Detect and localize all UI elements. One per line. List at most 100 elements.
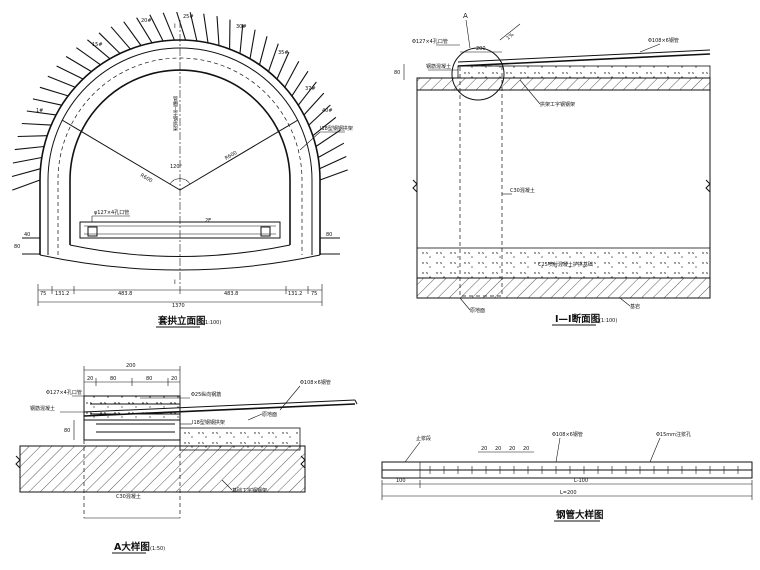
detailA-sub-dim-2: 80 <box>146 376 152 382</box>
detailA-lbl-pipe: Φ127×4孔口管 <box>46 389 82 396</box>
section-lbl-pipe-top: Φ127×4孔口管 <box>412 38 448 45</box>
advance-pipe <box>239 24 244 54</box>
elevation-view: 40 80 80 R600 R600 120° 管棚工字钢拱架 1# 15# 2… <box>11 11 353 328</box>
hole-dim-0: 20 <box>481 446 487 452</box>
section-lbl-left: 钢筋混凝土 <box>426 63 451 70</box>
advance-pipe <box>136 17 153 44</box>
pipe-total-dim: L=200 <box>560 490 577 496</box>
section-scale: (1:100) <box>599 318 617 324</box>
advance-pipe <box>216 16 220 46</box>
detail-a-view: 200 20 80 80 20 Φ127×4孔口管 <box>15 363 358 554</box>
section-top-dim: 200 <box>476 46 486 52</box>
detailA-scale: (1:50) <box>150 546 165 552</box>
advance-pipe <box>303 92 325 116</box>
detailA-title: A大样图 <box>114 541 150 553</box>
detailA-lbl-i18: I18型钢钢拱架 <box>192 419 225 426</box>
radius-line-right <box>179 119 299 191</box>
pipe-lbl-holes: Φ108×6钢管 <box>552 431 583 438</box>
advance-pipe <box>149 14 164 42</box>
detail-a-callout-circle <box>451 47 505 101</box>
advance-pipe <box>17 135 48 138</box>
section-view: A 200 Φ127×4孔口管 1% Φ108×6钢管 钢筋混凝土 拱架工字钢钢… <box>394 12 711 326</box>
radius-right-label: R600 <box>224 150 238 162</box>
advance-pipe <box>47 75 76 88</box>
advance-pipe <box>87 39 111 60</box>
hole-dim-2: 20 <box>509 446 515 452</box>
section-left-dim: 80 <box>394 70 400 76</box>
detailA-long-pipe <box>83 403 356 417</box>
section-lbl-rock-bottom: 原地面 <box>470 307 485 314</box>
advance-pipe <box>162 12 175 41</box>
dim-2: 483.8 <box>118 291 132 297</box>
advance-pipe <box>291 70 309 97</box>
section-lbl-slope: 1% <box>505 32 515 42</box>
detailA-lbl-concrete: C30混凝土 <box>116 493 141 500</box>
pipe-inner-dim: L-100 <box>574 478 588 484</box>
detailA-lbl-rock: 原地面 <box>262 411 277 418</box>
angle-label: 120° <box>170 164 183 170</box>
advance-pipes <box>11 11 348 191</box>
detailA-lbl-left: 钢筋混凝土 <box>30 405 55 412</box>
width-label: 2E <box>205 218 211 224</box>
detailA-sub-dim-0: 20 <box>87 376 93 382</box>
detail-a-mark: A <box>463 12 468 20</box>
advance-pipe <box>21 122 52 126</box>
advance-pipe <box>76 47 101 66</box>
advance-pipe <box>317 142 345 158</box>
detailA-sub-dim-1: 80 <box>110 376 116 382</box>
advance-pipe <box>249 29 256 59</box>
advance-pipe <box>123 21 142 46</box>
pipe-note: φ127×4孔口管 <box>94 209 129 216</box>
section-lbl-right-pipe: Φ108×6钢管 <box>648 37 679 44</box>
advance-pipe <box>276 51 290 80</box>
pipe-right <box>260 226 271 237</box>
pipe-left <box>87 226 98 237</box>
advance-pipe <box>267 43 279 72</box>
dim-total: 1370 <box>172 303 185 309</box>
advance-pipe <box>258 36 268 65</box>
invert-inner <box>69 244 291 257</box>
pipe-lbl-grout: Φ15mm注浆孔 <box>656 431 691 438</box>
section-title: I—I断面图 <box>555 313 600 325</box>
detailA-lbl-rebar: Φ25纵向钢筋 <box>191 391 221 398</box>
advance-pipe <box>319 155 347 170</box>
advance-pipe <box>297 81 317 106</box>
pipe-label-15: 15# <box>92 42 103 48</box>
advance-pipe <box>308 104 331 126</box>
section-lbl-concrete-mid: C30混凝土 <box>510 187 535 194</box>
elevation-dimensions: 75 131.2 483.8 483.8 131.2 75 1370 <box>37 284 323 309</box>
angle-arc <box>169 178 191 185</box>
detailA-lbl-tube: Φ108×6钢管 <box>300 379 331 386</box>
section-lbl-rock-right: 基岩 <box>630 303 640 310</box>
right-leader-note: I18型钢钢拱架 <box>320 125 353 132</box>
advance-pipe <box>56 65 84 80</box>
radius-left-label: R600 <box>139 173 153 185</box>
advance-pipe <box>39 86 69 97</box>
advance-pipe <box>176 11 187 41</box>
dim-1: 131.2 <box>55 291 69 297</box>
elev-left-pad-label: 40 <box>24 232 30 238</box>
pipe-label-20: 20# <box>141 18 152 24</box>
pipe-left-dim: 100 <box>396 478 406 484</box>
pipe-label-35: 35# <box>278 50 289 56</box>
detailA-left-dim: 80 <box>64 428 70 434</box>
section-lower-concrete <box>416 247 711 279</box>
advance-pipe <box>65 56 92 73</box>
advance-pipe <box>98 32 121 54</box>
advance-pipe <box>11 168 41 178</box>
section-top-rock <box>416 77 711 91</box>
pipe-lbl-end: 止浆段 <box>416 435 431 442</box>
hole-dim-3: 20 <box>523 446 529 452</box>
detailA-ground <box>19 445 306 493</box>
pipe-label-30: 30# <box>236 24 247 30</box>
detailA-sub-dim-3: 20 <box>171 376 177 382</box>
dim-5: 75 <box>311 291 317 297</box>
section-slope-pipe <box>457 53 711 67</box>
advance-pipe <box>12 179 41 191</box>
advance-pipe <box>32 98 62 106</box>
advance-pipe <box>315 129 341 147</box>
advance-pipe <box>14 145 45 151</box>
section-top-concrete <box>457 65 711 79</box>
section-mark-top: I <box>174 23 176 30</box>
